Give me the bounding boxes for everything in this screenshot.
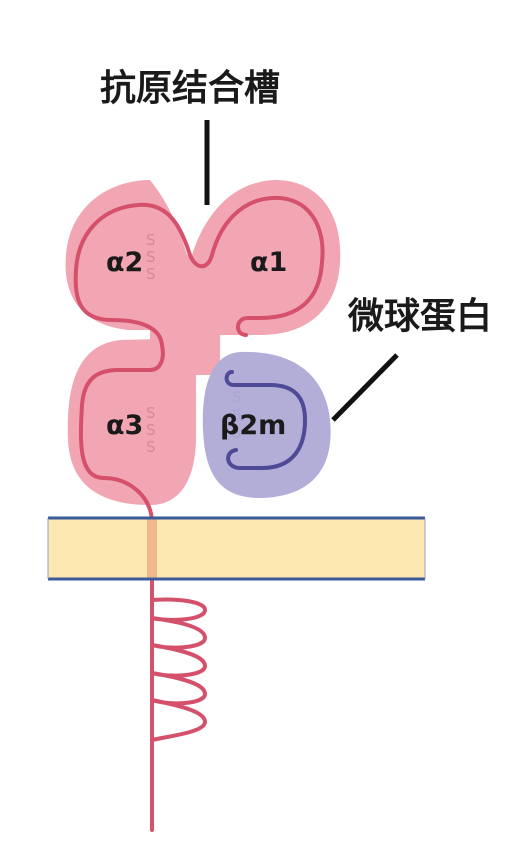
svg-text:S: S [146, 404, 156, 422]
svg-text:S: S [232, 388, 242, 406]
beta2m-shape [202, 351, 331, 498]
svg-text:S: S [232, 424, 242, 442]
microglobulin-label: 微球蛋白 [347, 296, 492, 337]
disulfide-bond-beta2m: S S S [232, 388, 242, 442]
alpha3-domain-shape [67, 338, 196, 505]
membrane-core-overlay [147, 518, 157, 579]
alpha1-domain-shape [180, 180, 341, 335]
binding-groove-label: 抗原结合槽 [100, 67, 280, 109]
cell-membrane [47, 516, 426, 581]
svg-text:S: S [232, 406, 242, 424]
alpha-core-shape [150, 255, 220, 375]
svg-text:S: S [146, 231, 156, 249]
membrane-body [48, 518, 425, 579]
beta2m-label: β2m [220, 410, 286, 441]
svg-text:S: S [146, 438, 156, 456]
cytoplasmic-coil [150, 597, 208, 742]
svg-text:S: S [146, 265, 156, 283]
beta2m-chain [224, 370, 307, 470]
alpha3-label: α3 [106, 410, 143, 441]
svg-text:S: S [146, 421, 156, 439]
microglobulin-pointer [331, 353, 399, 422]
alpha1-label: α1 [250, 247, 287, 278]
disulfide-bond-alpha2: S S S [146, 231, 156, 283]
alpha2-label: α2 [106, 247, 143, 278]
disulfide-bond-alpha3: S S S [146, 404, 156, 456]
svg-text:S: S [146, 248, 156, 266]
heavy-chain-body [65, 180, 341, 505]
